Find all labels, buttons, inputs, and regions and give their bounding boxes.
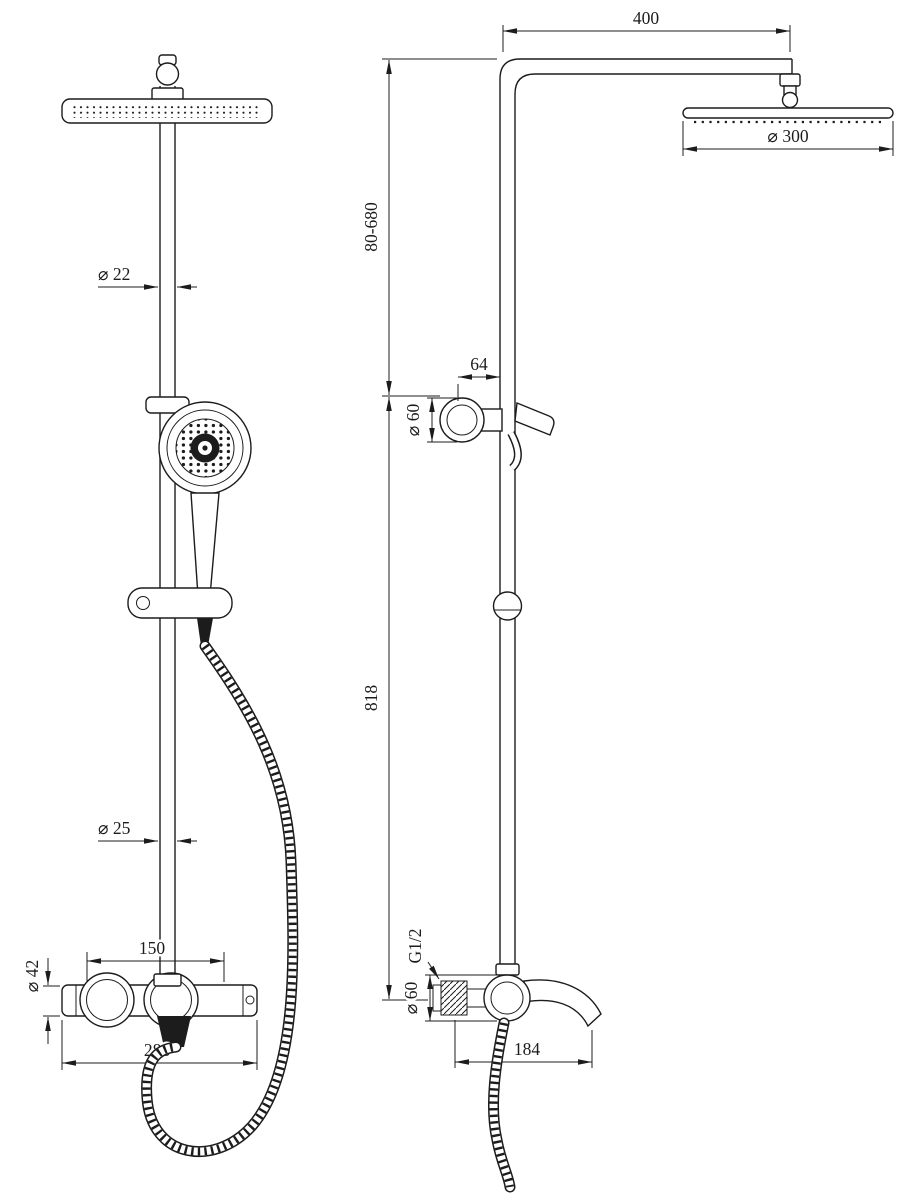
dim-pipe-diameter-22: ⌀ 22 [96,262,197,290]
mixer-end-screw [245,995,255,1005]
top-swivel-front [155,54,180,86]
front-view [61,54,273,1047]
dim-height-range-80-680: 80-680 [359,58,497,397]
rain-head-nozzles [72,105,262,118]
tub-spout-side [523,979,602,1028]
hand-shower-front [158,401,252,597]
column-arm-inner [514,73,792,966]
column-arm-outer [499,58,792,966]
mixer-knob-left [79,972,135,1028]
shower-hose-side [488,1017,516,1193]
hose-outlet-front [157,1016,191,1047]
hand-shower-side [439,397,555,471]
head-swivel-side [779,73,801,109]
riser-pipe-front [159,86,176,975]
rain-head-front [61,98,273,124]
dim-label: 80-680 [361,202,381,252]
dim-mixer-width-286: 286 [61,1020,258,1070]
dim-handle-spacing-150: 150 [86,936,225,982]
dim-spout-reach-184: 184 [454,1020,593,1068]
shower-hose-front [141,640,299,1158]
dim-label: ⌀ 60 [401,982,421,1015]
mixer-side [432,963,602,1028]
dim-label: 400 [633,8,660,28]
side-view [432,58,894,1028]
mixer-front [61,972,258,1047]
dim-label: ⌀ 42 [22,960,42,992]
dim-label: 64 [470,354,488,374]
dim-valve-diameter-60: ⌀ 60 [399,974,497,1022]
hand-shower-handle [190,492,220,597]
dim-label: ⌀ 300 [767,126,808,146]
hand-shower-head-side [439,397,485,443]
hand-shower-grip-side [514,402,555,436]
dim-column-height-818: 818 [359,397,428,1001]
dim-label: ⌀ 25 [98,818,131,838]
dim-holder-offset-64: 64 [457,352,500,401]
dim-label: ⌀ 60 [403,404,423,437]
shower-holder-front [127,587,233,619]
dim-label: 150 [139,938,166,958]
column-base-collar-side [495,963,520,976]
dim-pipe-diameter-25: ⌀ 25 [96,816,197,844]
dim-inlet-thread-g12: G1/2 [403,926,440,980]
dim-label: 818 [361,685,381,712]
dim-label: ⌀ 22 [98,264,130,284]
dim-label: G1/2 [405,929,425,964]
wall-inlet-side [440,980,468,1016]
riser-base-collar [153,973,182,987]
dim-label: 184 [514,1039,541,1059]
dim-mixer-diameter-42: ⌀ 42 [20,957,60,1044]
dim-head-diameter-300: ⌀ 300 [682,121,894,156]
slider-ring-side [492,591,523,621]
head-collar-front [151,87,184,101]
rain-head-side [682,107,894,124]
hose-nut-front [197,618,213,646]
dimensions: ⌀ 22 ⌀ 25 ⌀ 42 150 286 [20,6,894,1070]
dim-arm-length-400: 400 [502,6,791,52]
dim-holder-diameter-60: ⌀ 60 [401,397,457,443]
